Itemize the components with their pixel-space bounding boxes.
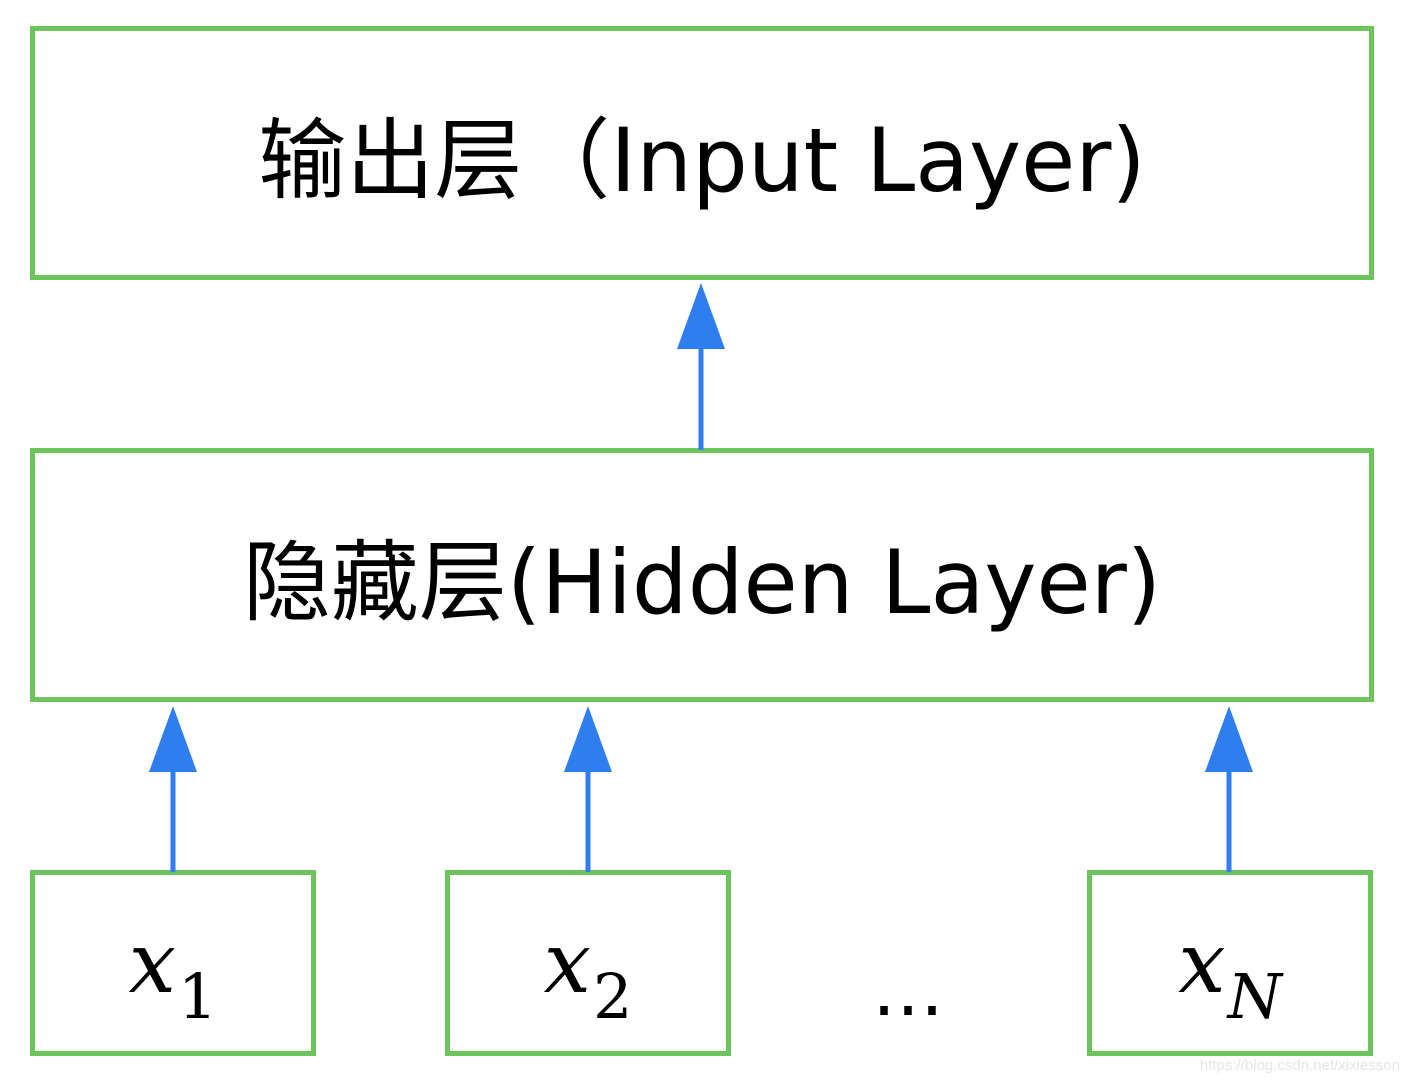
watermark: https://blog.csdn.net/xixiesson [1199,1057,1400,1074]
arrowhead-icon [677,283,725,349]
input-variable-n: xN [1178,921,1282,1028]
input-subscript-1: 1 [177,960,218,1033]
input-subscript-2: 2 [592,960,633,1033]
hidden-layer-box: 隐藏层(Hidden Layer) [30,448,1374,702]
arrow-inputn-to-hidden [1205,706,1253,872]
hidden-layer-label: 隐藏层(Hidden Layer) [242,530,1162,634]
arrowhead-icon [564,706,612,772]
output-layer-box: 输出层（Input Layer) [30,26,1374,280]
input-node-2: x2 [445,870,731,1056]
input-node-n: xN [1087,870,1373,1056]
input-symbol-1: x [128,914,176,1012]
input-variable-1: x1 [129,921,218,1028]
output-layer-label: 输出层（Input Layer) [258,108,1146,212]
arrow-input2-to-hidden [564,706,612,872]
arrow-hidden-to-output [677,283,725,450]
input-symbol-2: x [543,914,591,1012]
arrowhead-icon [149,706,197,772]
arrowhead-icon [1205,706,1253,772]
input-symbol-n: x [1178,914,1226,1012]
input-node-1: x1 [30,870,316,1056]
arrow-input1-to-hidden [149,706,197,872]
input-variable-2: x2 [544,921,633,1028]
ellipsis: … [872,948,944,1032]
input-subscript-n: N [1227,960,1282,1033]
